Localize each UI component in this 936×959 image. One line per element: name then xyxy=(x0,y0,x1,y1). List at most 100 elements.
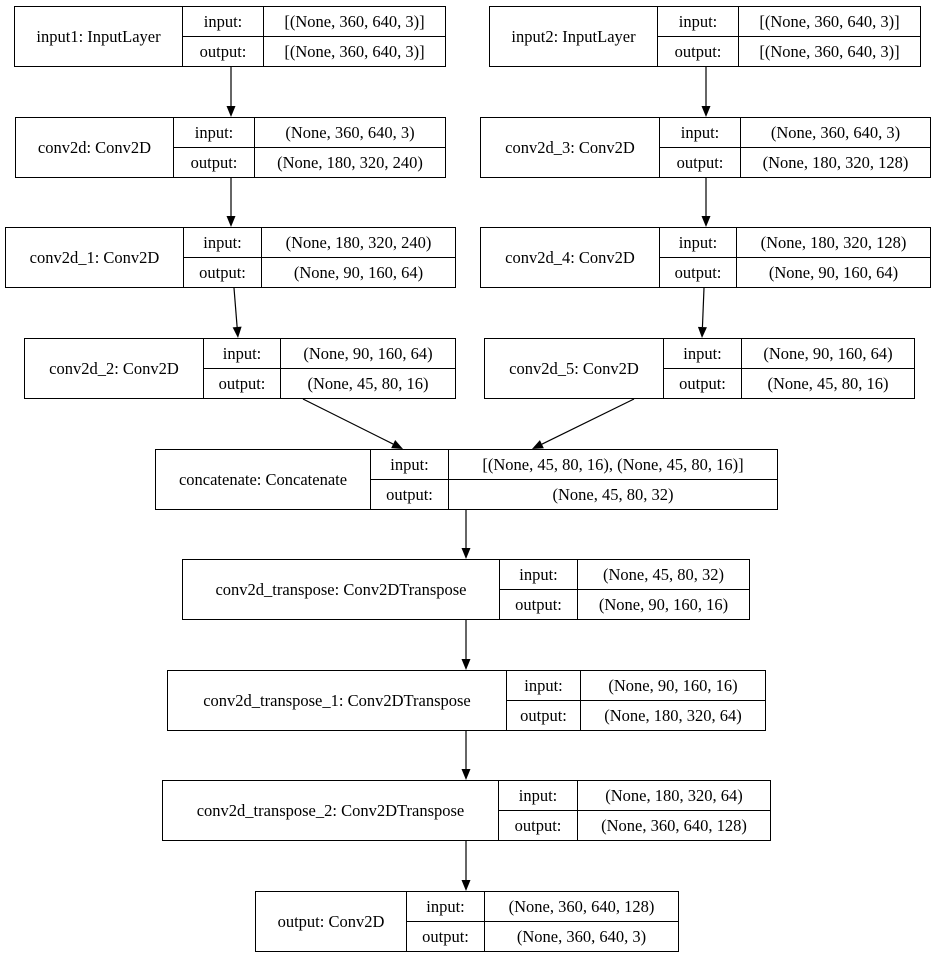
edge-conv2d-5-to-concatenate xyxy=(532,398,635,449)
input-shape: (None, 360, 640, 3) xyxy=(741,118,930,148)
io-labels: input:output: xyxy=(371,450,449,509)
edge-conv2d-transpose-2-to-output xyxy=(461,841,471,891)
io-shapes: (None, 45, 80, 32) (None, 90, 160, 16) xyxy=(578,560,749,619)
input-shape: (None, 90, 160, 64) xyxy=(742,339,914,369)
edge-conv2d-transpose-to-conv2d-transpose-1 xyxy=(461,620,471,670)
edge-conv2d-4-to-conv2d-5 xyxy=(697,287,707,338)
output-shape: [(None, 360, 640, 3)] xyxy=(759,41,900,61)
arrowhead xyxy=(697,326,707,338)
arrowhead xyxy=(701,106,711,117)
output-label: output: xyxy=(199,262,246,282)
arrowhead xyxy=(532,440,544,449)
output-shape: (None, 360, 640, 128) xyxy=(601,815,747,835)
output-label: output: xyxy=(218,373,266,393)
edge-conv2d-3-to-conv2d-4 xyxy=(701,178,711,227)
layer-name: conv2d_1: Conv2D xyxy=(6,228,184,287)
io-shapes: (None, 90, 160, 64)(None, 45, 80, 16) xyxy=(281,339,455,398)
io-shapes: (None, 180, 320, 128) (None, 90, 160, 64) xyxy=(737,228,930,287)
output-shape: (None, 180, 320, 64) xyxy=(604,705,742,725)
io-shapes: (None, 360, 640, 3) (None, 180, 320, 240) xyxy=(255,118,445,177)
edge-line xyxy=(233,287,238,328)
io-shapes: [(None, 360, 640, 3)] [(None, 360, 640, 3… xyxy=(264,7,445,66)
input-shape: [(None, 360, 640, 3)] xyxy=(739,7,920,37)
edge-line xyxy=(701,287,705,328)
edge-conv2d-2-to-concatenate xyxy=(302,398,403,449)
input-label: input: xyxy=(371,450,448,480)
layer-name: conv2d_5: Conv2D xyxy=(485,339,664,398)
arrowhead xyxy=(461,548,471,559)
input-shape: [(None, 360, 640, 3)] xyxy=(264,7,445,37)
output-label: output: xyxy=(520,705,567,725)
input-shape: (None, 180, 320, 240) xyxy=(262,228,455,258)
input-label: input: xyxy=(500,560,577,590)
input-label: input: xyxy=(204,339,280,369)
arrowhead xyxy=(391,440,403,449)
io-labels: input:output: xyxy=(407,892,485,951)
io-shapes: (None, 90, 160, 16) (None, 180, 320, 64) xyxy=(581,671,765,730)
io-shapes: (None, 90, 160, 64) (None, 45, 80, 16) xyxy=(742,339,914,398)
input-shape: [(None, 45, 80, 16), (None, 45, 80, 16)] xyxy=(449,450,777,480)
input-shape: (None, 180, 320, 64) xyxy=(578,781,770,811)
io-shapes: (None, 180, 320, 64) (None, 360, 640, 128… xyxy=(578,781,770,840)
arrowhead xyxy=(701,216,711,227)
layer-name: conv2d_transpose_2: Conv2DTranspose xyxy=(163,781,499,840)
output-label: output: xyxy=(515,594,562,614)
input-shape: (None, 360, 640, 3) xyxy=(255,118,445,148)
io-labels: input:output: xyxy=(499,781,578,840)
input-shape: (None, 90, 160, 16) xyxy=(581,671,765,701)
io-shapes: (None, 360, 640, 128)(None, 360, 640, 3) xyxy=(485,892,678,951)
output-label: output: xyxy=(679,373,726,393)
input-shape: (None, 45, 80, 32) xyxy=(578,560,749,590)
io-labels: input:output: xyxy=(658,7,739,66)
input-label: input: xyxy=(184,228,261,258)
edge-conv2d-to-conv2d-1 xyxy=(226,178,236,227)
input-shape: (None, 90, 160, 64) xyxy=(281,339,455,369)
edge-line xyxy=(541,398,635,445)
output-shape: [(None, 360, 640, 3)] xyxy=(284,41,425,61)
input-label: input: xyxy=(660,118,740,148)
io-labels: input: output: xyxy=(174,118,255,177)
layer-name: input2: InputLayer xyxy=(490,7,658,66)
input-label: input: xyxy=(658,7,738,37)
layer-name: conv2d_3: Conv2D xyxy=(481,118,660,177)
output-label: output: xyxy=(674,262,722,282)
output-shape: (None, 180, 320, 240) xyxy=(277,152,423,172)
input-label: input: xyxy=(174,118,254,148)
arrowhead xyxy=(461,880,471,891)
arrowhead xyxy=(461,769,471,780)
output-label: output: xyxy=(199,41,247,61)
io-labels: input:output: xyxy=(664,339,742,398)
io-labels: input:output: xyxy=(183,7,264,66)
arrowhead xyxy=(461,659,471,670)
input-shape: (None, 180, 320, 128) xyxy=(737,228,930,258)
layer-name: conv2d_4: Conv2D xyxy=(481,228,660,287)
io-shapes: [(None, 45, 80, 16), (None, 45, 80, 16)]… xyxy=(449,450,777,509)
output-shape: (None, 45, 80, 16) xyxy=(767,373,889,393)
output-shape: (None, 90, 160, 64) xyxy=(768,262,899,282)
edge-concatenate-to-conv2d-transpose xyxy=(461,510,471,559)
layer-name: conv2d_2: Conv2D xyxy=(25,339,204,398)
edge-line xyxy=(302,398,394,445)
layer-name: conv2d: Conv2D xyxy=(16,118,174,177)
output-shape: (None, 90, 160, 16) xyxy=(598,594,729,614)
output-shape: (None, 180, 320, 128) xyxy=(762,152,909,172)
output-label: output: xyxy=(422,926,469,946)
output-label: output: xyxy=(190,152,238,172)
edge-input1-to-conv2d xyxy=(226,67,236,117)
arrowhead xyxy=(226,106,236,117)
output-label: output: xyxy=(514,815,562,835)
layer-name: concatenate: Concatenate xyxy=(156,450,371,509)
